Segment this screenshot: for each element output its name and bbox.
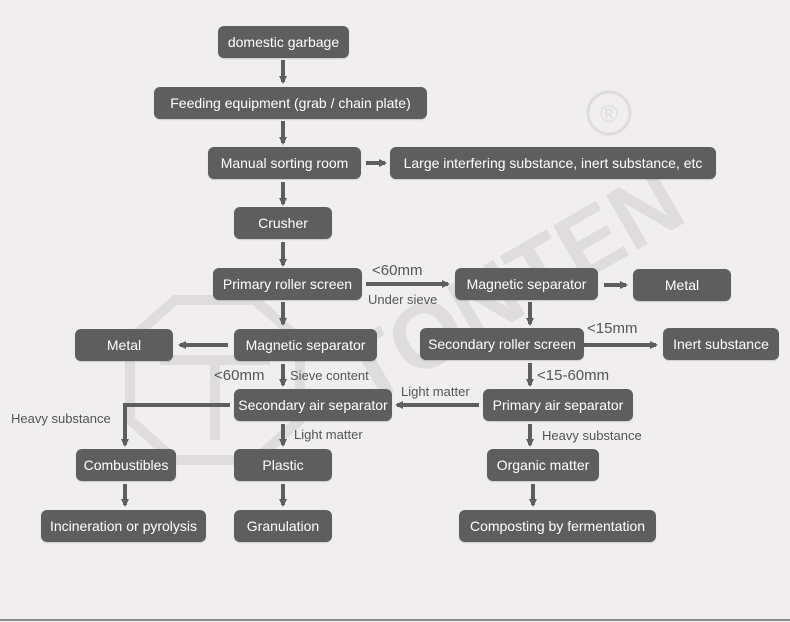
node-magnetic-separator-left: Magnetic separator — [234, 329, 377, 361]
node-combustibles: Combustibles — [76, 449, 176, 481]
node-composting-by-fermentation: Composting by fermentation — [459, 510, 656, 542]
label-under-sieve: Under sieve — [368, 292, 438, 307]
label-less-than-60mm-left: <60mm — [214, 367, 265, 384]
node-inert-substance: Inert substance — [663, 328, 779, 360]
node-plastic: Plastic — [234, 449, 332, 481]
node-crusher: Crusher — [234, 207, 332, 239]
label-heavy-substance-left: Heavy substance — [11, 411, 111, 426]
node-manual-sorting-room: Manual sorting room — [208, 147, 361, 179]
node-metal-left: Metal — [75, 329, 173, 361]
node-magnetic-separator-right: Magnetic separator — [455, 268, 598, 300]
node-incineration-or-pyrolysis: Incineration or pyrolysis — [41, 510, 206, 542]
label-light-matter-mid: Light matter — [294, 427, 363, 442]
footer-divider — [0, 619, 790, 621]
registered-mark-circle — [586, 90, 632, 136]
label-less-than-60mm-top: <60mm — [372, 262, 423, 279]
label-less-than-15mm: <15mm — [587, 320, 638, 337]
label-sieve-content: Sieve content — [290, 368, 369, 383]
label-heavy-substance-right: Heavy substance — [542, 428, 642, 443]
label-15-to-60mm: <15-60mm — [537, 367, 610, 384]
label-light-matter-right: Light matter — [401, 384, 470, 399]
node-primary-roller-screen: Primary roller screen — [213, 268, 362, 300]
node-metal-right: Metal — [633, 269, 731, 301]
registered-mark: ® — [600, 101, 618, 128]
arrow-secondary-air-combustibles — [121, 403, 230, 447]
node-large-interfering-substance: Large interfering substance, inert subst… — [390, 147, 716, 179]
node-secondary-roller-screen: Secondary roller screen — [420, 328, 584, 360]
node-organic-matter: Organic matter — [487, 449, 599, 481]
node-granulation: Granulation — [234, 510, 332, 542]
node-domestic-garbage: domestic garbage — [218, 26, 349, 58]
node-secondary-air-separator: Secondary air separator — [234, 389, 392, 421]
node-primary-air-separator: Primary air separator — [483, 389, 633, 421]
node-feeding-equipment: Feeding equipment (grab / chain plate) — [154, 87, 427, 119]
